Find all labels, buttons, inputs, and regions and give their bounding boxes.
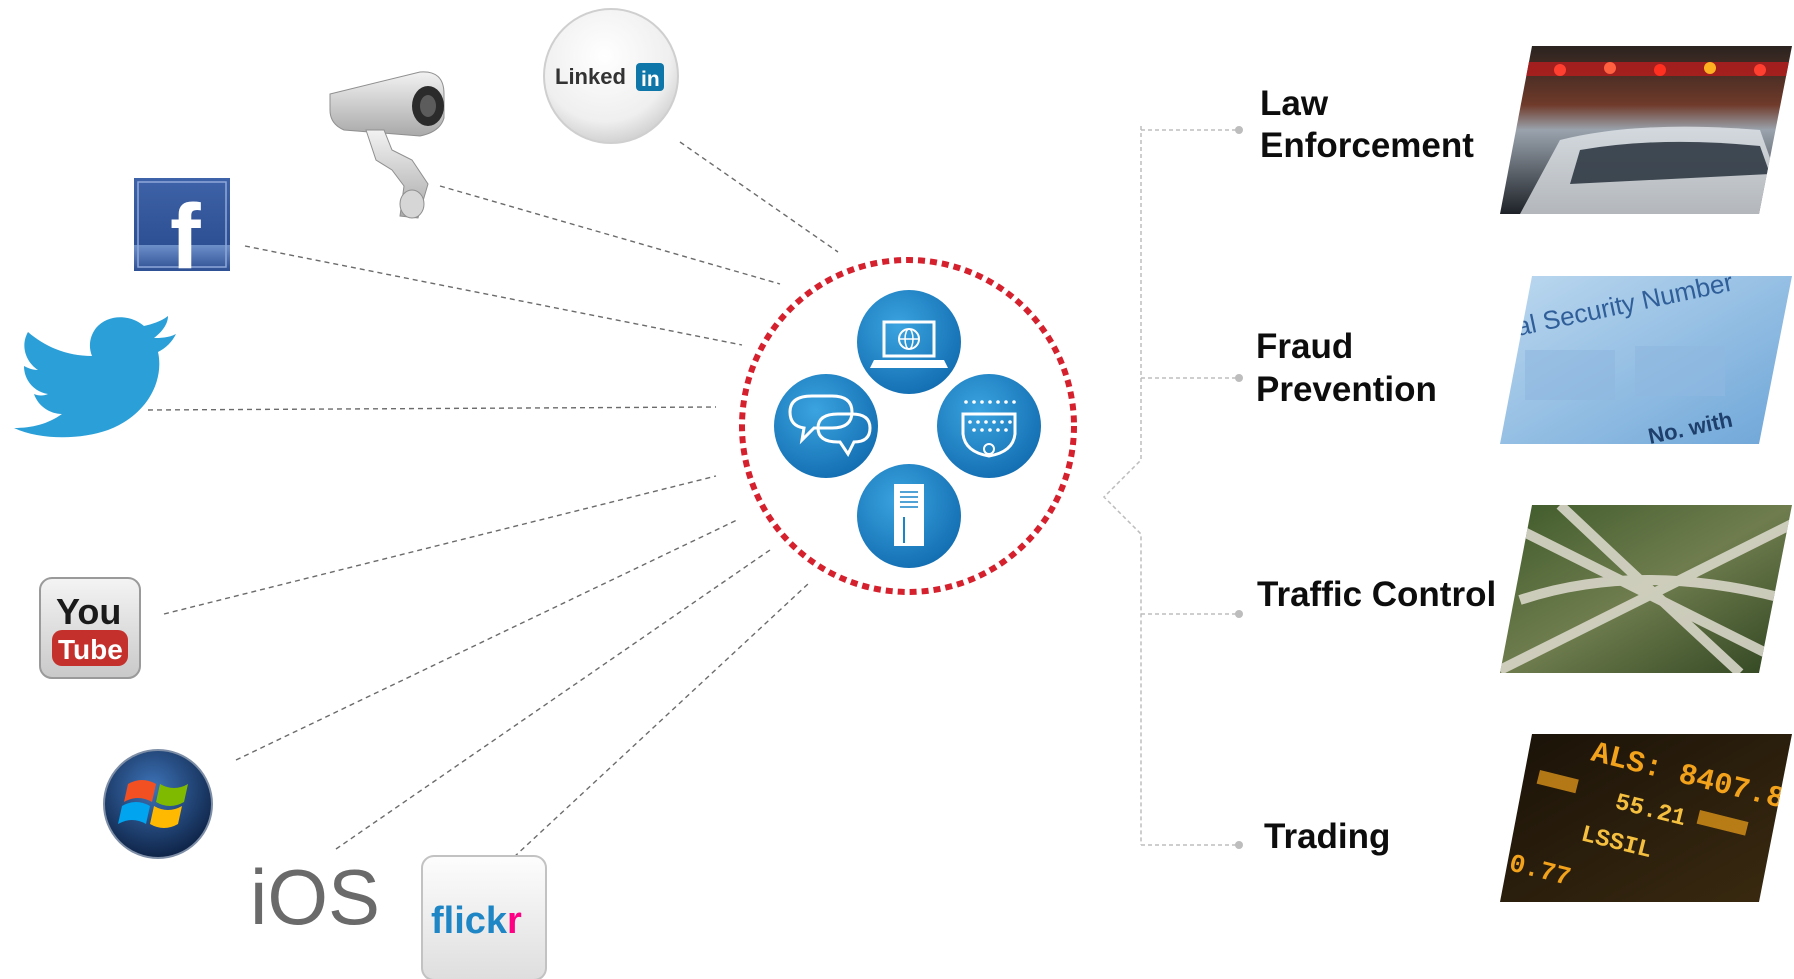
connector-twitter — [147, 406, 717, 411]
label-fraud-line1: Fraud — [1256, 327, 1353, 366]
flickr-logo: flickr — [421, 855, 547, 979]
laptop-globe-icon — [857, 290, 961, 394]
label-law-line1: Law — [1260, 84, 1329, 123]
application-bracket — [1102, 126, 1236, 846]
twitter-bird-icon — [14, 316, 176, 438]
processing-hub — [739, 257, 1077, 595]
ios-logo: iOS — [250, 853, 380, 941]
hub-ring — [739, 257, 1077, 595]
police-cars-photo — [1500, 46, 1792, 214]
ios-text: iOS — [250, 853, 380, 941]
bracket-dots — [1235, 126, 1243, 849]
server-tower-icon — [857, 464, 961, 568]
connector-youtube — [163, 475, 717, 615]
windows-logo — [103, 749, 213, 859]
linkedin-logo: Linked in — [543, 8, 679, 144]
chat-bubbles-icon — [774, 374, 878, 478]
application-labels: Law Enforcement Fraud Prevention Traffic… — [1256, 84, 1496, 856]
source-connectors — [147, 141, 839, 858]
flickr-part2: r — [507, 900, 522, 942]
stock-ticker-photo: ALS: 8407.83 55.21 LSSIL 0.77 — [1500, 734, 1792, 902]
cctv-camera-icon — [329, 71, 445, 219]
facebook-glyph: f — [170, 186, 201, 288]
label-fraud-prevention: Fraud Prevention — [1256, 327, 1437, 409]
keypad-device-icon — [937, 374, 1041, 478]
connector-facebook — [244, 245, 743, 346]
youtube-tube: Tube — [58, 634, 123, 665]
connector-windows — [235, 519, 738, 761]
label-law-line2: Enforcement — [1260, 126, 1474, 165]
connector-linkedin — [679, 141, 839, 253]
facebook-logo: f — [134, 178, 230, 288]
connector-camera — [439, 185, 781, 285]
social-security-card-photo: al Security Number No. with — [1500, 276, 1792, 444]
label-traffic-control: Traffic Control — [1257, 575, 1496, 614]
connector-ios — [335, 549, 771, 850]
label-trading: Trading — [1264, 817, 1390, 856]
connector-flickr — [513, 583, 809, 858]
flickr-part1: flick — [431, 900, 508, 942]
highway-interchange-photo — [1500, 505, 1792, 673]
label-fraud-line2: Prevention — [1256, 370, 1437, 409]
linkedin-badge: in — [641, 68, 660, 91]
linkedin-wordmark: Linked — [555, 64, 626, 89]
flickr-text: flickr — [431, 900, 522, 942]
label-law-enforcement: Law Enforcement — [1260, 84, 1474, 165]
youtube-you: You — [56, 591, 121, 632]
youtube-logo: You Tube — [39, 577, 141, 679]
